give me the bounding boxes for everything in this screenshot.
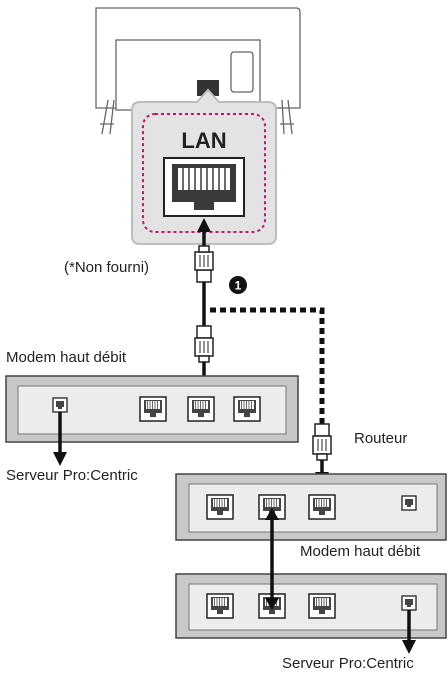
lan-port-icon: [308, 593, 336, 619]
lan-port-icon: [163, 157, 245, 217]
lan-callout: LAN: [131, 88, 277, 245]
lan-port-icon: [139, 396, 167, 422]
tv-back: [95, 7, 301, 135]
server-port-icon: [401, 595, 417, 611]
lan-port-icon: [187, 396, 215, 422]
lan-port-icon: [308, 494, 336, 520]
wan-port-icon: [401, 495, 417, 511]
router-label: Routeur: [354, 430, 407, 447]
server-port-icon: [52, 397, 68, 413]
svg-text:1: 1: [235, 279, 242, 293]
lan-port-icon: [206, 593, 234, 619]
server-left-label: Serveur Pro:Centric: [6, 467, 138, 484]
modem-right-label: Modem haut débit: [300, 543, 421, 560]
router-modem-cable: [265, 508, 279, 610]
modem-right: [175, 573, 447, 639]
server-bottom-cable: [402, 610, 416, 654]
server-bottom-label: Serveur Pro:Centric: [282, 655, 414, 672]
modem-top-label: Modem haut débit: [6, 349, 127, 366]
left-stand-icon: [100, 99, 115, 135]
modem-top: [5, 375, 299, 443]
server-left-cable: [53, 412, 67, 466]
lan-port-icon: [233, 396, 261, 422]
right-stand-icon: [280, 99, 294, 135]
not-supplied-label: (*Non fourni): [64, 259, 149, 276]
lan-label: LAN: [181, 128, 226, 153]
lan-port-icon: [206, 494, 234, 520]
router: [175, 473, 447, 541]
step-badge: 1: [229, 276, 247, 294]
